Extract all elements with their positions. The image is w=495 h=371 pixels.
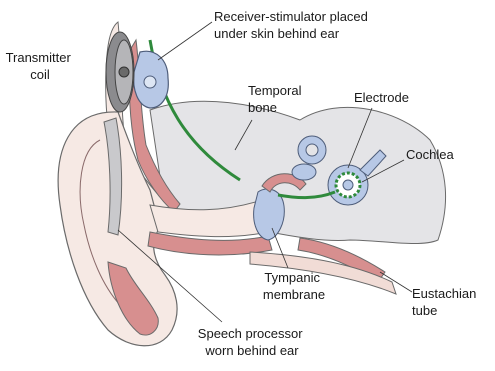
cochlea-core	[343, 180, 353, 190]
leader-receiver	[158, 22, 212, 60]
label-eustachian-tube: Eustachian tube	[412, 286, 480, 318]
label-receiver-stimulator: Receiver-stimulator placed under skin be…	[214, 9, 372, 41]
label-temporal-bone: Temporal bone	[248, 83, 305, 115]
label-speech-processor: Speech processor worn behind ear	[198, 326, 306, 358]
label-electrode: Electrode	[354, 90, 409, 105]
semicircular-canal-inner	[306, 144, 318, 156]
label-transmitter-coil: Transmitter coil	[6, 50, 75, 82]
semicircular-canal-2	[292, 164, 316, 180]
receiver-magnet	[144, 76, 156, 88]
label-tympanic-membrane: Tympanic membrane	[263, 270, 325, 302]
label-cochlea: Cochlea	[406, 147, 454, 162]
transmitter-magnet	[119, 67, 129, 77]
